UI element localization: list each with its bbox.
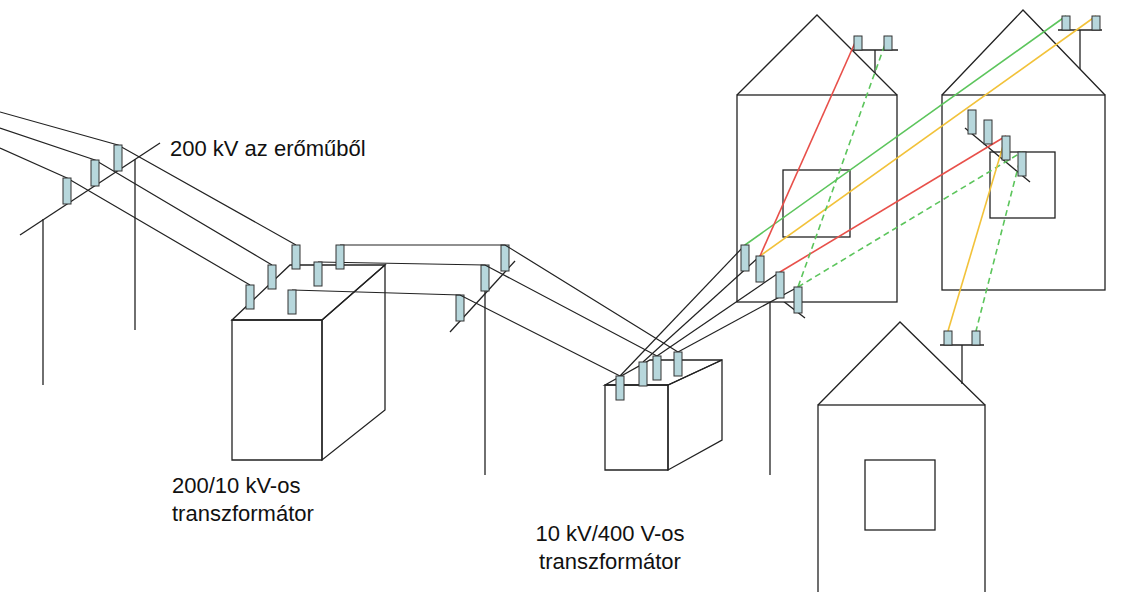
insulator — [246, 285, 254, 309]
insulator — [114, 145, 122, 171]
insulator — [481, 265, 489, 291]
insulator — [268, 265, 276, 289]
poles — [20, 143, 805, 475]
transformer-face — [322, 265, 385, 460]
phase-wire — [760, 16, 1096, 256]
neutral-wire — [798, 36, 888, 287]
house-roof — [942, 10, 1105, 95]
phase-wire — [760, 36, 858, 256]
house-roof — [818, 322, 985, 405]
service-line — [643, 256, 760, 362]
transformer-face — [605, 385, 668, 470]
insulator — [776, 272, 784, 298]
neutral-wire — [976, 152, 1022, 331]
transformer-node: 10 kV/400 V-os transzformátor — [490, 350, 730, 575]
phase-wire — [745, 16, 1066, 245]
insulator — [292, 245, 300, 269]
insulator — [314, 262, 322, 286]
pole — [484, 291, 485, 475]
insulator — [456, 295, 464, 321]
pole — [769, 300, 770, 475]
insulator — [91, 160, 99, 186]
insulator — [944, 331, 952, 345]
insulator — [639, 362, 647, 386]
phase-wire — [948, 136, 1006, 331]
house-wall — [942, 95, 1105, 290]
insulator — [1092, 16, 1100, 30]
insulator — [1062, 16, 1070, 30]
crossarm — [450, 261, 515, 332]
house-wall — [737, 95, 897, 302]
mast — [1079, 30, 1080, 69]
transformer-node: 200/10 kV-os transzformátor — [160, 240, 400, 527]
insulators — [63, 16, 1100, 345]
mast — [961, 345, 962, 384]
transformer-face — [232, 320, 322, 460]
insulator — [501, 245, 509, 271]
transformer-symbol — [490, 350, 730, 520]
insulator — [984, 120, 992, 144]
transformer-face — [232, 265, 385, 320]
house-wires — [620, 16, 1096, 376]
service-line — [620, 245, 745, 376]
power-line — [340, 245, 678, 352]
house-window — [990, 152, 1055, 218]
line-label: 200 kV az erőműből — [168, 136, 368, 162]
insulator — [653, 356, 661, 380]
insulator — [741, 245, 749, 271]
house-wall — [818, 405, 985, 592]
insulator — [794, 287, 802, 313]
insulator — [884, 36, 892, 50]
neutral-wire — [798, 152, 1022, 287]
transformer-symbol — [160, 240, 400, 472]
pole — [42, 219, 43, 385]
houses — [737, 10, 1105, 592]
transformer-label: 200/10 kV-os transzformátor — [160, 472, 400, 527]
insulator — [756, 256, 764, 282]
service-line — [657, 272, 780, 356]
insulator — [968, 110, 976, 134]
insulator — [288, 290, 296, 314]
house-roof — [737, 15, 897, 95]
insulator — [674, 352, 682, 376]
house-window — [865, 460, 935, 530]
insulator — [854, 36, 862, 50]
insulator — [972, 331, 980, 345]
insulator — [1002, 136, 1010, 160]
transformer-label: 10 kV/400 V-os transzformátor — [490, 520, 730, 575]
insulator — [63, 178, 71, 204]
power-line — [0, 148, 250, 285]
insulator — [616, 376, 624, 400]
insulator — [1018, 152, 1026, 176]
label-anchor: 200 kV az erőműből — [168, 136, 368, 162]
insulator — [336, 245, 344, 269]
